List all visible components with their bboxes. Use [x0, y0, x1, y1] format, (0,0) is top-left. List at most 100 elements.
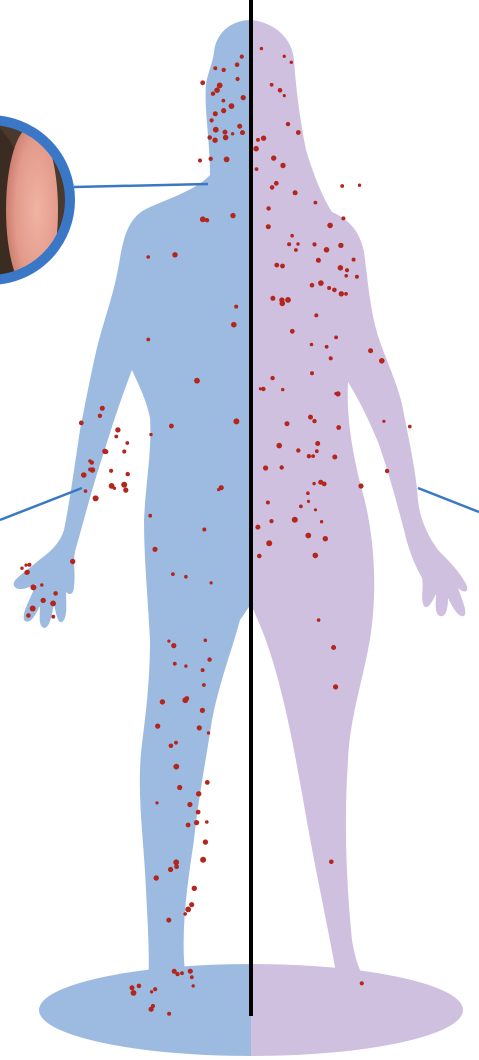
lesion-dot — [30, 606, 36, 612]
lesion-dot — [266, 206, 270, 210]
lesion-dot — [88, 468, 92, 472]
lesion-dot — [189, 902, 194, 907]
lesion-dot — [151, 1004, 155, 1008]
lesion-dot — [115, 427, 120, 432]
lesion-dot — [323, 536, 328, 541]
lesion-dot — [200, 857, 206, 863]
lesion-dot — [198, 159, 202, 163]
lesion-dot — [329, 860, 334, 865]
lesion-dot — [311, 454, 315, 458]
lesion-dot — [125, 441, 129, 445]
lesion-dot — [333, 684, 338, 689]
lesion-dot — [211, 92, 215, 96]
lesion-dot — [203, 839, 208, 844]
lesion-dot — [230, 213, 235, 218]
lesion-dot — [146, 255, 150, 259]
lesion-dot — [266, 540, 272, 546]
lesion-dot — [175, 972, 179, 976]
lesion-dot — [224, 157, 230, 163]
lesion-dot — [314, 313, 318, 317]
lesion-dot — [256, 138, 260, 142]
lesion-dot — [177, 785, 182, 790]
lesion-dot — [334, 336, 338, 340]
lesion-dot — [271, 155, 276, 160]
lesion-dot — [231, 132, 234, 135]
lesion-dot — [190, 975, 194, 979]
lesion-dot — [196, 810, 201, 815]
lesion-dot — [149, 433, 152, 436]
lesion-dot — [310, 343, 314, 347]
lesion-dot — [93, 495, 99, 501]
lesion-dot — [173, 662, 177, 666]
lesion-dot — [172, 252, 177, 257]
lesion-dot — [241, 95, 246, 100]
lesion-dot — [154, 875, 159, 880]
lesion-dot — [24, 564, 27, 567]
lesion-dot — [315, 441, 320, 446]
lesion-dot — [100, 406, 105, 411]
lesion-dot — [200, 708, 205, 713]
lesion-dot — [338, 243, 343, 248]
lesion-dot — [222, 68, 226, 72]
lesion-dot — [210, 581, 213, 584]
lesion-dot — [340, 184, 344, 188]
lesion-dot — [296, 448, 300, 452]
lesion-dot — [202, 683, 206, 687]
lesion-dot — [379, 358, 385, 364]
lesion-dot — [229, 103, 235, 109]
lesion-dot — [207, 657, 211, 661]
lesion-dot — [314, 201, 318, 205]
lesion-dot — [316, 258, 321, 263]
lesion-dot — [200, 80, 205, 85]
lesion-dot — [169, 424, 174, 429]
lesion-dot — [285, 297, 291, 303]
lesion-dot — [318, 480, 323, 485]
lesion-dot — [122, 449, 126, 453]
lesion-dot — [200, 216, 206, 222]
lesion-dot — [352, 258, 356, 262]
lesion-dot — [187, 802, 192, 807]
lesion-dot — [339, 291, 344, 296]
lesion-dot — [270, 185, 275, 190]
lesion-dot — [184, 696, 189, 701]
lesion-dot — [280, 301, 286, 307]
lesion-dot — [270, 376, 274, 380]
lesion-dot — [184, 664, 187, 667]
lesion-dot — [27, 563, 31, 567]
lesion-dot — [312, 482, 315, 485]
lesion-dot — [368, 348, 373, 353]
lesion-dot — [184, 575, 188, 579]
lesion-dot — [51, 615, 55, 619]
lesion-dot — [233, 418, 239, 424]
lesion-dot — [209, 157, 213, 161]
skin-closeup-inset — [0, 110, 90, 300]
lesion-dot — [292, 517, 298, 523]
lesion-dot — [126, 472, 130, 476]
lesion-dot — [296, 130, 301, 135]
lesion-dot — [180, 971, 184, 975]
lesion-dot — [166, 918, 171, 923]
lesion-dot — [41, 598, 46, 603]
lesion-dot — [130, 985, 135, 990]
lesion-dot — [217, 83, 223, 89]
lesion-dot — [155, 801, 158, 804]
lesion-dot — [234, 305, 238, 309]
lesion-dot — [260, 47, 263, 50]
lesion-dot — [269, 519, 273, 523]
lesion-dot — [253, 146, 259, 152]
lesion-dot — [173, 859, 179, 865]
lesion-dot — [231, 322, 237, 328]
lesion-dot — [325, 345, 329, 349]
lesion-dot — [204, 639, 208, 643]
lesion-dot — [70, 559, 75, 564]
lesion-dot — [207, 731, 210, 734]
lesion-dot — [205, 820, 209, 824]
lesion-dot — [50, 601, 56, 607]
lesion-dot — [214, 87, 220, 93]
lesion-dot — [221, 108, 226, 113]
lesion-dot — [174, 864, 179, 869]
lesion-dot — [210, 118, 214, 122]
lesion-dot — [167, 1012, 171, 1016]
lesion-dot — [186, 823, 191, 828]
lesion-dot — [153, 987, 157, 991]
